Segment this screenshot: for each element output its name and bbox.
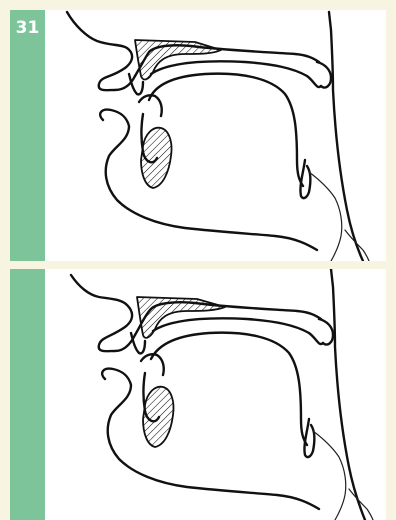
jaw-hatch <box>141 128 172 188</box>
tongue <box>151 333 307 445</box>
larynx-contour <box>313 431 346 520</box>
lower-lip-chin <box>102 369 319 509</box>
velum <box>153 318 323 344</box>
larynx-lower <box>349 489 373 520</box>
tongue <box>149 74 303 186</box>
diagram-panel-bottom <box>45 269 386 520</box>
vocal-tract-diagram-top <box>45 10 386 261</box>
vocal-tract-diagram-bottom <box>45 269 386 520</box>
uvula <box>319 319 333 345</box>
figure-number: 31 <box>10 18 45 38</box>
pharynx-wall <box>329 12 363 261</box>
jaw-hatch <box>143 387 174 447</box>
figure-sidebar-bottom <box>10 269 45 520</box>
pharynx-wall <box>331 269 365 520</box>
uvula <box>317 62 331 88</box>
figure-sidebar-top <box>10 10 45 261</box>
nose-lip-profile <box>67 12 135 90</box>
lower-lip-chin <box>100 110 317 250</box>
epiglottis <box>300 160 310 198</box>
nose-lip-profile <box>71 275 135 351</box>
epiglottis <box>304 419 314 457</box>
diagram-panel-top <box>45 10 386 261</box>
